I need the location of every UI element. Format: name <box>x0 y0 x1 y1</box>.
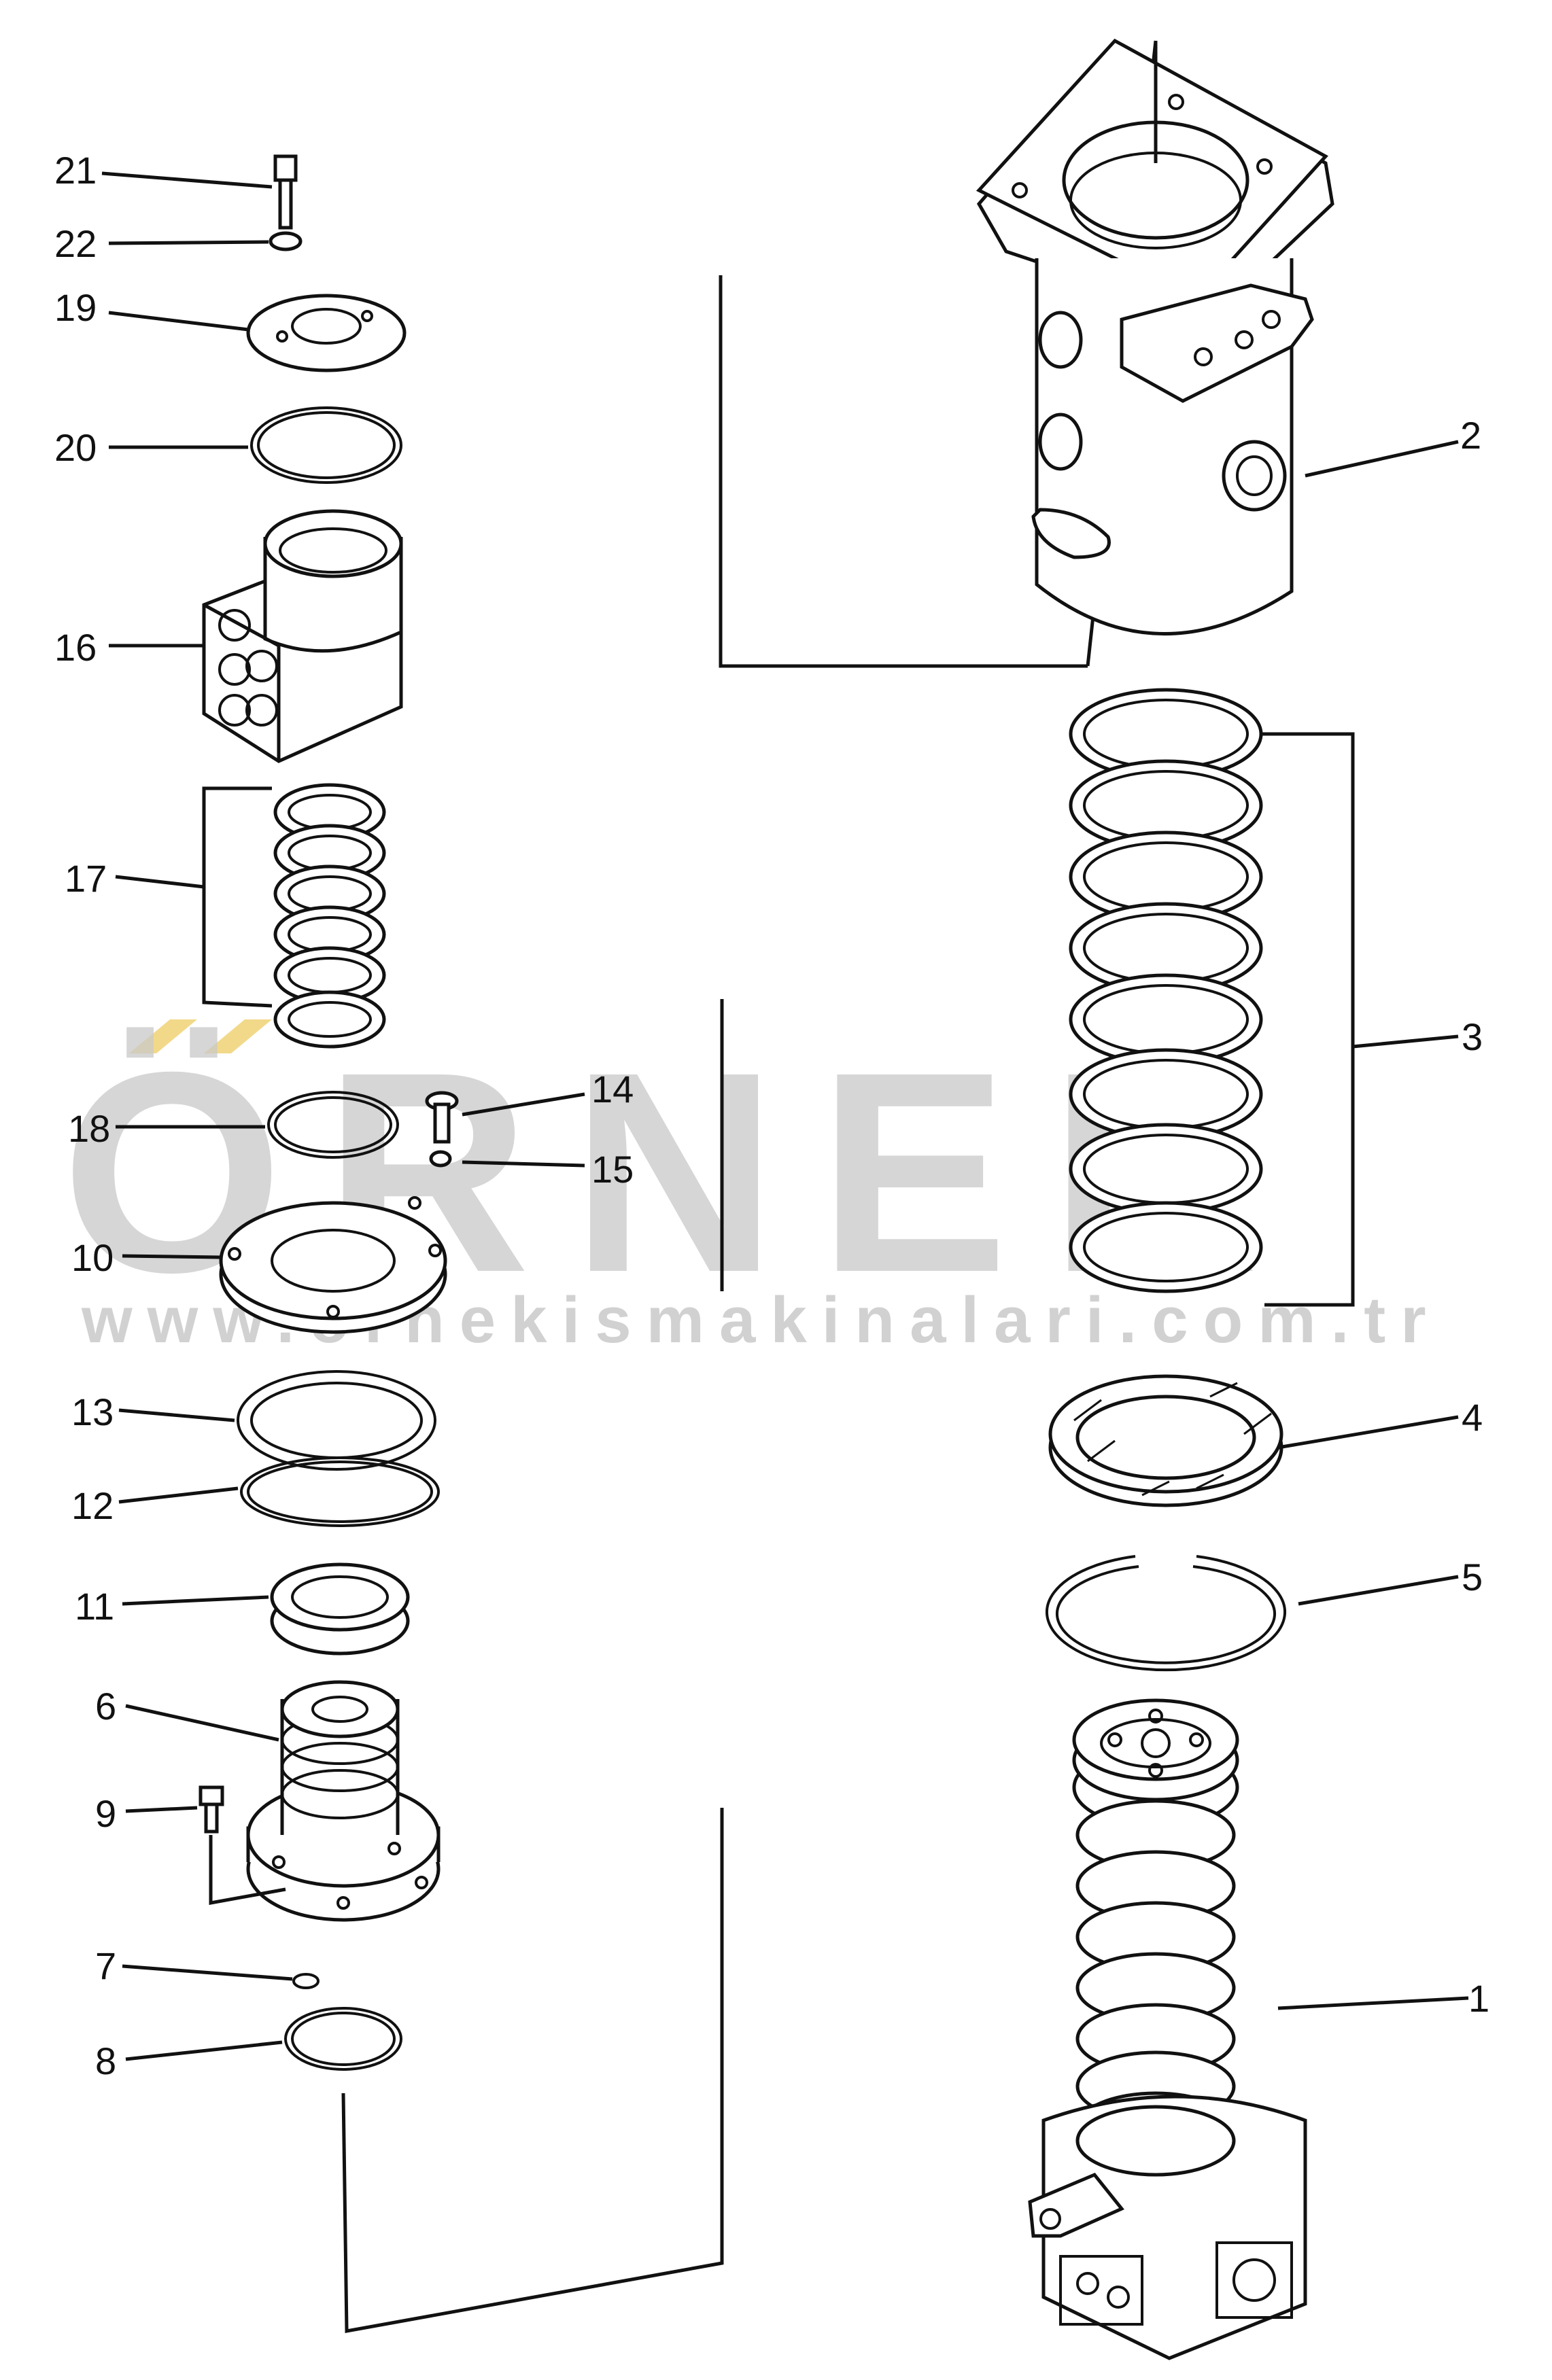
callout-11: 11 <box>75 1585 114 1628</box>
part-19-cover-plate <box>108 294 407 372</box>
callout-7: 7 <box>95 1944 116 1987</box>
part-7-small-o-ring <box>122 1964 320 1989</box>
callout-4: 4 <box>1462 1396 1483 1439</box>
part-20-o-ring <box>109 406 402 484</box>
callout-18: 18 <box>68 1107 110 1150</box>
callout-15: 15 <box>591 1148 634 1191</box>
part-16-swivel-body <box>109 509 403 763</box>
callout-17: 17 <box>65 857 107 900</box>
callout-22: 22 <box>54 222 97 265</box>
callout-labels: 21 22 19 20 16 17 18 14 15 10 13 12 11 6… <box>54 149 1489 2082</box>
callout-3: 3 <box>1462 1015 1483 1058</box>
part-14-bolt <box>425 1091 585 1144</box>
callout-6: 6 <box>95 1685 116 1728</box>
callout-10: 10 <box>71 1236 114 1279</box>
callout-14: 14 <box>591 1068 634 1110</box>
callout-16: 16 <box>54 626 97 669</box>
part-4-thrust-ring <box>1048 1374 1459 1507</box>
part-6-shaft <box>125 1680 441 1922</box>
callout-19: 19 <box>54 286 97 329</box>
part-17-seal-rings <box>115 783 386 1049</box>
part-10-flange <box>122 1196 447 1334</box>
watermark-accent-mark-right <box>204 1019 272 1053</box>
part-22-washer <box>108 231 303 251</box>
part-11-bushing <box>122 1562 410 1656</box>
part-3-seal-rings <box>1069 688 1459 1307</box>
part-2-swivel-housing <box>976 38 1459 636</box>
part-8-o-ring <box>125 2007 402 2071</box>
callout-9: 9 <box>95 1792 116 1835</box>
callout-13: 13 <box>71 1390 114 1433</box>
callout-8: 8 <box>95 2040 116 2082</box>
part-5-snap-ring <box>1046 1555 1459 1672</box>
callout-20: 20 <box>54 426 97 469</box>
part-15-washer <box>429 1150 585 1168</box>
part-21-bolt <box>101 154 298 230</box>
part-13-ring <box>118 1370 436 1471</box>
part-12-ring <box>118 1456 440 1527</box>
callout-1: 1 <box>1468 1977 1489 2020</box>
callout-5: 5 <box>1462 1556 1483 1598</box>
watermark-accent-mark-left <box>129 1019 197 1053</box>
callout-12: 12 <box>71 1484 114 1527</box>
part-9-bolt <box>125 1785 286 1905</box>
callout-21: 21 <box>54 149 97 192</box>
part-1-swivel-shaft <box>1028 1698 1469 2360</box>
part-18-o-ring <box>116 1091 399 1159</box>
callout-2: 2 <box>1460 414 1481 457</box>
